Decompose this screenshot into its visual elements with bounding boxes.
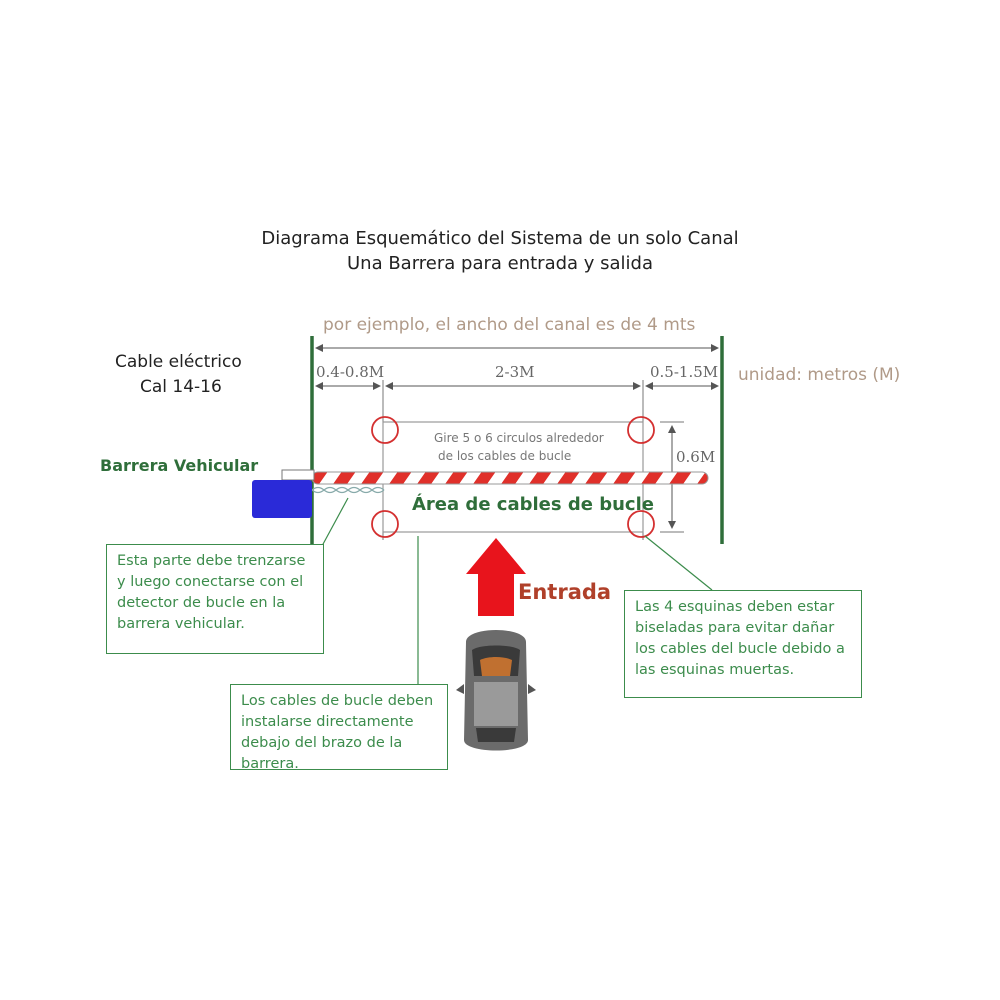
barrier-box-icon (252, 480, 312, 518)
cable-label-line2: Cal 14-16 (140, 377, 222, 397)
callout-corners-leader (644, 535, 713, 591)
entrance-arrow-icon (466, 538, 526, 616)
barrier-label: Barrera Vehicular (100, 456, 259, 475)
loop-corner-top-right (627, 416, 655, 444)
channel-width-label: por ejemplo, el ancho del canal es de 4 … (323, 315, 696, 335)
dim-right-label: 0.5-1.5M (650, 363, 719, 381)
loop-corner-top-left (371, 416, 399, 444)
loop-corner-bottom-left (371, 510, 399, 538)
loop-area-label: Área de cables de bucle (412, 494, 654, 515)
dim-left-label: 0.4-0.8M (316, 363, 385, 381)
barrier-hinge (281, 469, 315, 481)
circles-note-line2: de los cables de bucle (438, 449, 572, 463)
circles-note-line1: Gire 5 o 6 circulos alrededor (434, 431, 604, 445)
dim-middle-label: 2-3M (495, 363, 535, 381)
callout-under-arm: Los cables de bucle deben instalarse dir… (230, 684, 448, 772)
diagram-title-line1: Diagrama Esquemático del Sistema de un s… (261, 228, 739, 249)
loop-corner-bottom-right (627, 510, 655, 538)
callout-twist-leader (321, 497, 349, 547)
cable-label-line1: Cable eléctrico (115, 352, 242, 372)
entrance-label: Entrada (518, 580, 612, 604)
dim-height-label: 0.6M (676, 448, 716, 466)
callout-twist: Esta parte debe trenzarse y luego conect… (106, 544, 324, 654)
car-icon (456, 630, 536, 751)
diagram-title-line2: Una Barrera para entrada y salida (346, 253, 654, 274)
units-label: unidad: metros (M) (738, 365, 901, 385)
callout-corners: Las 4 esquinas deben estar biseladas par… (624, 590, 862, 698)
barrier-arm (311, 471, 709, 485)
